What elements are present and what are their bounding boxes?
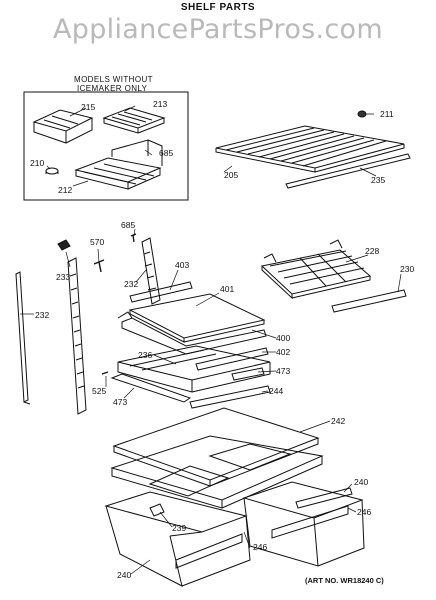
callout-212: 212 — [58, 185, 72, 195]
wire-shelf-228 — [260, 239, 372, 300]
callout-525: 525 — [92, 386, 106, 396]
cap-211 — [357, 110, 367, 118]
glass-shelf-401 — [128, 293, 266, 343]
callout-240-left: 240 — [117, 570, 131, 580]
page-title: SHELF PARTS — [180, 2, 256, 13]
bracket-239-small — [149, 503, 165, 517]
callout-246-right: 246 — [357, 507, 371, 517]
left-rail-232 — [15, 271, 31, 405]
shelf-trim-244 — [189, 385, 271, 409]
callout-215: 215 — [81, 102, 95, 112]
ladder-support-right — [141, 237, 161, 305]
callout-473-left: 473 — [113, 397, 127, 407]
inset-label-line2: ICEMAKER ONLY — [77, 84, 148, 93]
ladder-support-left — [67, 257, 87, 415]
callout-213: 213 — [153, 99, 167, 109]
shelf-frame-400 — [117, 311, 267, 355]
slide-rail-473-right — [231, 367, 265, 381]
shelf-rail-235 — [285, 153, 411, 189]
callout-401: 401 — [220, 284, 234, 294]
slide-shelf-236 — [117, 345, 271, 393]
callout-240-right: 240 — [354, 477, 368, 487]
slide-rail-473-left — [110, 373, 192, 403]
art-number: (ART NO. WR18240 C) — [305, 576, 384, 585]
pan-frame-239 — [110, 435, 324, 509]
callout-236: 236 — [138, 350, 152, 360]
pan-cover-242 — [112, 407, 320, 487]
callout-239: 239 — [172, 523, 186, 533]
callout-235: 235 — [371, 175, 385, 185]
callout-228: 228 — [365, 246, 379, 256]
callout-570: 570 — [90, 237, 104, 247]
callout-230: 230 — [400, 264, 414, 274]
callout-labels: 215 213 685 210 212 211 205 235 685 570 … — [30, 99, 414, 580]
ice-tray-part — [32, 109, 94, 144]
callout-402: 402 — [276, 347, 290, 357]
shelf-trim-403 — [129, 281, 193, 303]
callout-232-left: 232 — [35, 310, 49, 320]
ice-cube-tray-part — [102, 107, 166, 134]
callout-211: 211 — [380, 109, 394, 119]
bracket-233 — [57, 239, 71, 251]
icemaker-shelf-part — [74, 139, 163, 190]
callout-233: 233 — [56, 272, 70, 282]
icemaker-inset: MODELS WITHOUT ICEMAKER ONLY — [23, 75, 189, 201]
callout-210: 210 — [30, 158, 44, 168]
callout-685-inset: 685 — [159, 148, 173, 158]
inset-label-line1: MODELS WITHOUT — [74, 75, 153, 84]
screw-685 — [130, 233, 137, 243]
crisper-drawer-right — [242, 481, 365, 567]
callout-403: 403 — [175, 260, 189, 270]
drawer-trim-246 — [295, 487, 353, 509]
callout-205: 205 — [224, 170, 238, 180]
callout-232: 232 — [124, 279, 138, 289]
callout-473-right: 473 — [276, 366, 290, 376]
callout-685: 685 — [121, 220, 135, 230]
wire-shelf-205 — [215, 125, 405, 173]
shelf-trim-402 — [195, 347, 269, 371]
callout-246-left: 246 — [253, 542, 267, 552]
screw-525 — [101, 371, 109, 375]
watermark: AppliancePartsPros.com — [53, 14, 383, 45]
clip-part — [45, 167, 59, 175]
callout-244: 244 — [269, 386, 283, 396]
callout-242: 242 — [331, 416, 345, 426]
leader-lines — [20, 228, 402, 575]
callout-400: 400 — [276, 333, 290, 343]
shelf-rail-230 — [331, 289, 407, 313]
